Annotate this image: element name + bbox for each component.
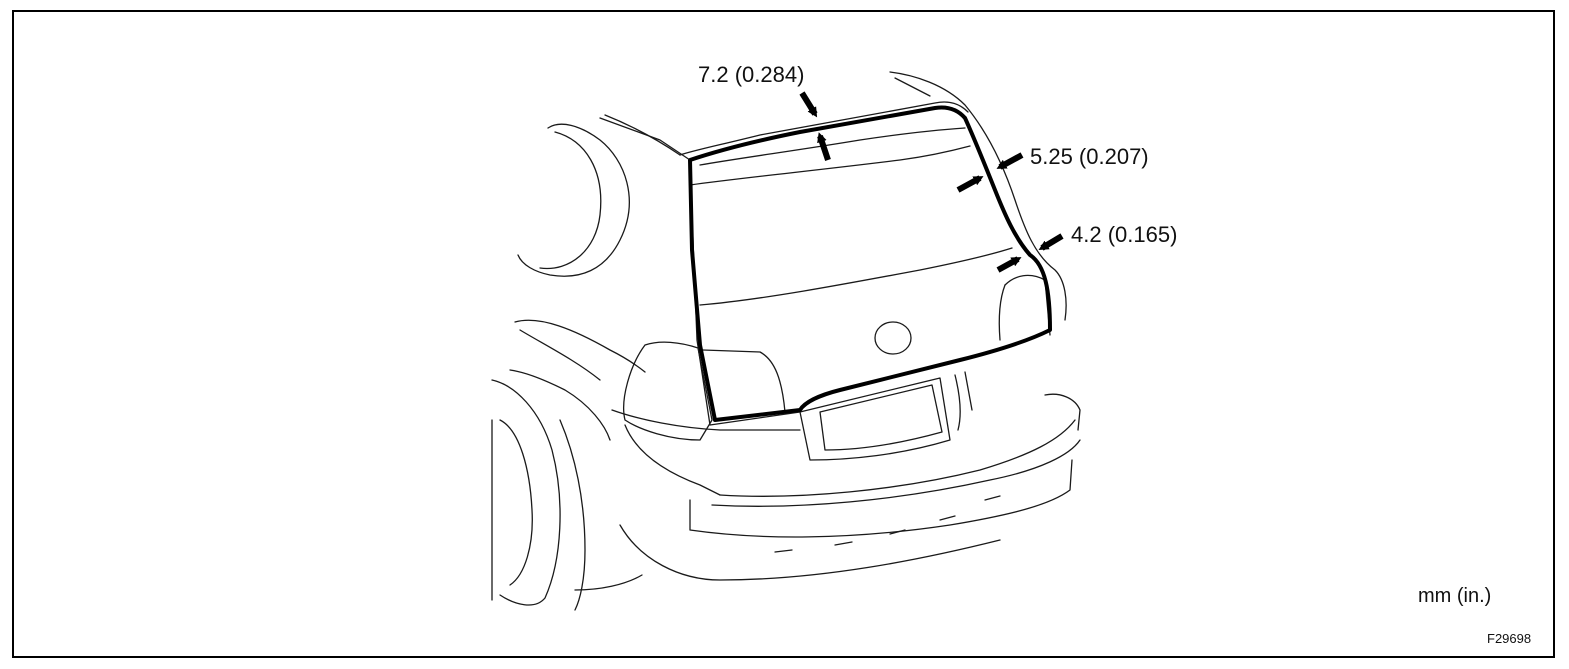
- arrow-low-left: [1038, 233, 1064, 251]
- arrow-mid-left: [996, 152, 1024, 170]
- figure-code: F29698: [1487, 631, 1532, 646]
- figure-border: [12, 10, 1555, 658]
- callout-label-side: 5.25 (0.207): [1030, 144, 1149, 169]
- callout-label-lower: 4.2 (0.165): [1071, 222, 1178, 247]
- arrow-mid-right: [956, 175, 984, 193]
- arrow-top-down: [799, 91, 818, 118]
- callout-label-top: 7.2 (0.284): [698, 62, 805, 87]
- glass-seal-outline: [688, 105, 1052, 422]
- unit-note: mm (in.): [1418, 585, 1492, 607]
- arrow-low-right: [996, 256, 1022, 273]
- vehicle-body-outline: [491, 71, 1081, 611]
- dimension-arrows: [799, 91, 1064, 273]
- arrow-top-up: [817, 132, 831, 161]
